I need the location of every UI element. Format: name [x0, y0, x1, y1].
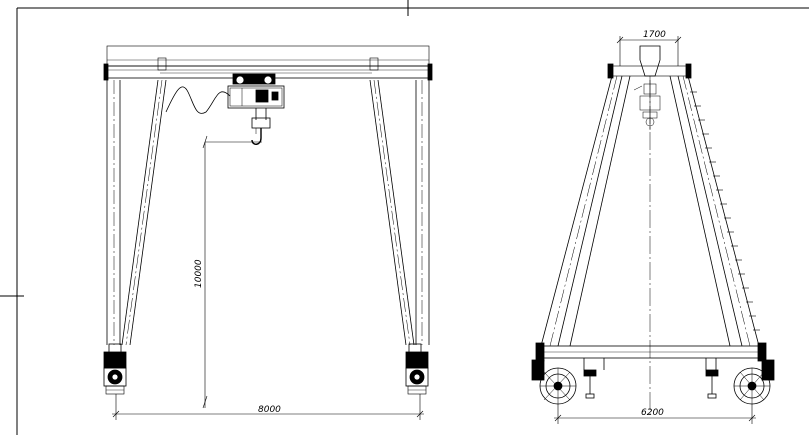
- right-leg: [369, 79, 430, 346]
- hoist-side: [633, 76, 661, 130]
- side-view: 1700: [531, 30, 775, 424]
- main-girder: [103, 45, 433, 81]
- left-end-carriage: [103, 343, 127, 395]
- top-width-dimension: [616, 36, 682, 66]
- side-left-leg: [540, 75, 631, 347]
- electric-hoist: [227, 73, 285, 145]
- height-dimension: [202, 135, 262, 409]
- outriggers: [583, 369, 719, 399]
- height-dimension-label: 10000: [194, 259, 204, 288]
- left-leg: [106, 79, 167, 346]
- lower-beam: [535, 342, 767, 370]
- span-dimension-label: 8000: [258, 405, 281, 415]
- festoon-cable: [165, 86, 231, 114]
- side-right-leg: [669, 75, 760, 347]
- wheelbase-dimension: [554, 404, 756, 424]
- side-left-wheel: [531, 359, 577, 405]
- hook-icon: [251, 128, 262, 145]
- side-right-wheel: [733, 359, 775, 405]
- front-view: 10000 8000: [103, 45, 433, 420]
- girder-section: [607, 45, 692, 79]
- span-dimension: [112, 394, 424, 420]
- ladder: [690, 91, 760, 331]
- wheelbase-dimension-label: 6200: [641, 408, 664, 418]
- right-end-carriage: [405, 343, 429, 395]
- top-width-dimension-label: 1700: [643, 30, 666, 40]
